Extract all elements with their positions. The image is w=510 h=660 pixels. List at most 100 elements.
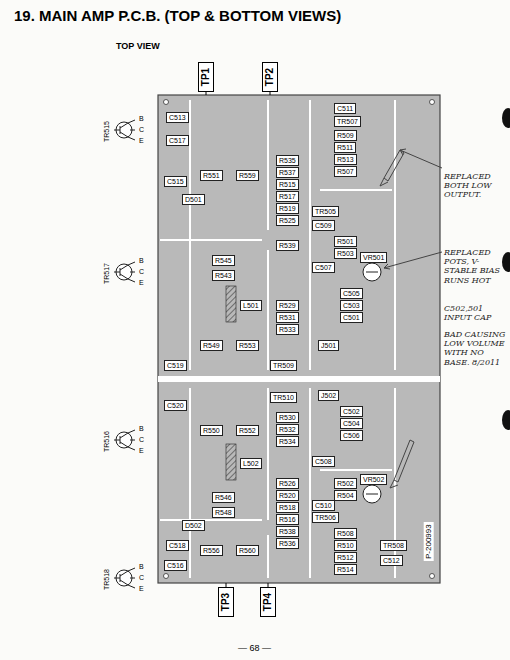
part-label: R550 bbox=[200, 425, 223, 436]
part-label: D502 bbox=[182, 520, 205, 531]
part-label: C512 bbox=[380, 555, 403, 566]
test-point-label: TP2 bbox=[265, 68, 275, 86]
part-label: R508 bbox=[334, 528, 357, 539]
part-label: R529 bbox=[276, 300, 299, 311]
transistor-leads bbox=[114, 430, 135, 450]
pin-label: E bbox=[139, 585, 144, 592]
coil-l502 bbox=[226, 444, 236, 480]
handwritten-note: C502,501 INPUT CAP bbox=[444, 304, 506, 322]
part-label: C507 bbox=[312, 262, 335, 273]
part-label: C505 bbox=[340, 288, 363, 299]
part-label: R531 bbox=[276, 312, 299, 323]
part-label: R539 bbox=[276, 240, 299, 251]
pin-label: B bbox=[139, 257, 144, 264]
part-label: R556 bbox=[200, 545, 223, 556]
transistor-label: TR517 bbox=[103, 263, 110, 284]
part-label: R530 bbox=[276, 412, 299, 423]
part-label: R552 bbox=[236, 425, 259, 436]
transistor-leads bbox=[114, 262, 135, 282]
part-label: TR510 bbox=[270, 392, 297, 403]
test-point-box: TP3 bbox=[218, 587, 234, 617]
part-label: R504 bbox=[334, 490, 357, 501]
pin-label: E bbox=[139, 447, 144, 454]
handwritten-note: REPLACED POTS, V-STABLE BIAS RUNS HOT bbox=[444, 248, 506, 285]
coil-l501 bbox=[226, 286, 236, 322]
part-label: R533 bbox=[276, 324, 299, 335]
test-point-box: TP4 bbox=[260, 587, 276, 617]
part-label: R553 bbox=[236, 340, 259, 351]
test-point-box: TP2 bbox=[262, 62, 278, 92]
part-label: R526 bbox=[276, 478, 299, 489]
handwritten-marks bbox=[380, 149, 442, 488]
part-label: C515 bbox=[164, 176, 187, 187]
part-label: C509 bbox=[312, 220, 335, 231]
part-label: R515 bbox=[276, 179, 299, 190]
transistor-symbols bbox=[114, 120, 135, 588]
part-label: TR509 bbox=[270, 360, 297, 371]
board-number: P-200993 bbox=[424, 522, 434, 561]
handwritten-note: REPLACED BOTH LOW OUTPUT. bbox=[444, 172, 506, 200]
part-label: L502 bbox=[240, 458, 262, 469]
part-label: R534 bbox=[276, 436, 299, 447]
view-label: TOP VIEW bbox=[116, 42, 160, 51]
pot-symbols bbox=[363, 263, 381, 503]
part-label: R560 bbox=[236, 545, 259, 556]
part-label: R549 bbox=[200, 340, 223, 351]
part-label: R532 bbox=[276, 424, 299, 435]
trace-gaps bbox=[160, 100, 395, 578]
part-label: L501 bbox=[240, 300, 262, 311]
part-label: R509 bbox=[334, 130, 357, 141]
part-label: R503 bbox=[334, 248, 357, 259]
part-label: R537 bbox=[276, 167, 299, 178]
test-point-lead bbox=[270, 92, 271, 95]
part-label: J501 bbox=[318, 340, 339, 351]
part-label: C520 bbox=[164, 400, 187, 411]
part-label: R525 bbox=[276, 215, 299, 226]
page-number: — 68 — bbox=[238, 644, 271, 653]
part-label: C508 bbox=[312, 456, 335, 467]
part-label: C519 bbox=[164, 360, 187, 371]
part-label: C504 bbox=[340, 418, 363, 429]
pcb-outline bbox=[158, 95, 440, 583]
part-label: C511 bbox=[334, 103, 356, 114]
part-label: R548 bbox=[212, 507, 235, 518]
part-label: C510 bbox=[312, 500, 335, 511]
pin-label: B bbox=[139, 115, 144, 122]
part-label: TR505 bbox=[312, 206, 339, 217]
part-label: R545 bbox=[212, 255, 235, 266]
part-label: C513 bbox=[166, 112, 189, 123]
pin-label: C bbox=[139, 268, 144, 275]
part-label: R519 bbox=[276, 203, 299, 214]
part-label: D501 bbox=[182, 194, 205, 205]
pin-label: E bbox=[139, 279, 144, 286]
part-label: R502 bbox=[334, 478, 357, 489]
part-label: R551 bbox=[200, 170, 223, 181]
part-label: R518 bbox=[276, 502, 299, 513]
part-label: R510 bbox=[334, 540, 357, 551]
part-label: C502 bbox=[340, 406, 363, 417]
pin-label: C bbox=[139, 126, 144, 133]
transistor-label: TR515 bbox=[103, 121, 110, 142]
mounting-holes bbox=[164, 100, 435, 579]
part-label: VR501 bbox=[360, 252, 387, 263]
handwritten-note: BAD CAUSING LOW VOLUME WITH NO BASE. 8/2… bbox=[444, 330, 506, 367]
part-label: C503 bbox=[340, 300, 363, 311]
part-label: C501 bbox=[340, 312, 363, 323]
transistor-leads bbox=[114, 120, 135, 140]
test-point-lead bbox=[206, 92, 207, 95]
part-label: R507 bbox=[334, 166, 357, 177]
part-label: R559 bbox=[236, 170, 259, 181]
part-label: C506 bbox=[340, 430, 363, 441]
pin-label: B bbox=[139, 563, 144, 570]
part-label: R512 bbox=[334, 552, 357, 563]
part-label: R516 bbox=[276, 514, 299, 525]
part-label: R546 bbox=[212, 492, 235, 503]
part-label: VR502 bbox=[360, 474, 387, 485]
part-label: TR506 bbox=[312, 512, 339, 523]
transistor-label: TR516 bbox=[103, 431, 110, 452]
part-label: J502 bbox=[318, 390, 339, 401]
